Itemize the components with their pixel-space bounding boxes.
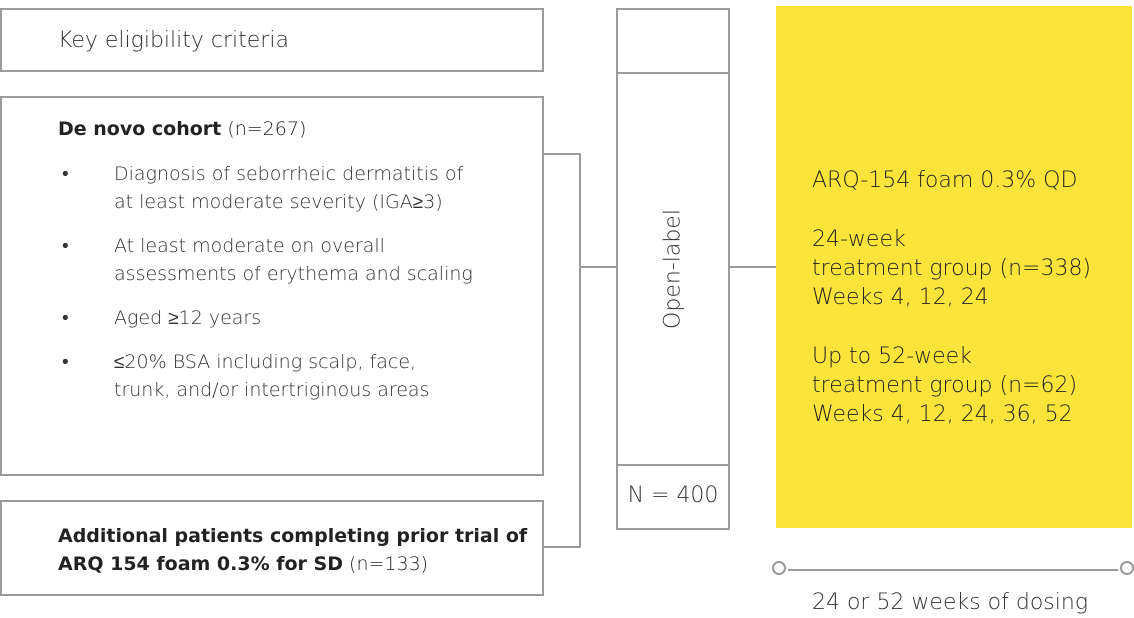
de-novo-cohort-name: De novo cohort — [58, 118, 222, 140]
criteria-text: Diagnosis of seborrheic dermatitis of at… — [114, 163, 464, 213]
bullet-marker: • — [62, 351, 69, 373]
bullet-marker: • — [62, 163, 69, 185]
connector-de-novo — [544, 153, 581, 155]
group-52-line-3: Weeks 4, 12, 24, 36, 52 — [812, 402, 1073, 427]
de-novo-cohort-box: De novo cohort (n=267) • Diagnosis of se… — [0, 96, 544, 476]
criteria-text: Aged ≥12 years — [114, 307, 262, 329]
bullet-marker: • — [62, 235, 69, 257]
additional-patients-text: Additional patients completing prior tri… — [58, 522, 528, 578]
group-52-line-1: Up to 52-week — [812, 344, 972, 369]
treatment-box: ARQ-154 foam 0.3% QD 24-week treatment g… — [776, 6, 1132, 528]
design-column-middle: Open-label — [616, 72, 730, 466]
treatment-group-52: Up to 52-week treatment group (n=62) Wee… — [812, 342, 1132, 429]
bullet-marker: • — [62, 307, 69, 329]
de-novo-cohort-n: (n=267) — [227, 118, 307, 140]
criteria-item: • Aged ≥12 years — [58, 304, 478, 332]
criteria-text: ≤20% BSA including scalp, face, trunk, a… — [114, 351, 430, 401]
connector-to-treatment — [730, 266, 776, 268]
dosing-duration-label: 24 or 52 weeks of dosing — [811, 590, 1089, 615]
criteria-text: At least moderate on overall assessments… — [114, 235, 473, 285]
timeline-line — [788, 569, 1118, 571]
group-24-line-1: 24-week — [812, 227, 906, 252]
group-24-line-3: Weeks 4, 12, 24 — [812, 285, 989, 310]
criteria-list: • Diagnosis of seborrheic dermatitis of … — [58, 160, 478, 420]
connector-additional — [544, 546, 581, 548]
connector-bracket — [579, 153, 581, 548]
criteria-item: • ≤20% BSA including scalp, face, trunk,… — [58, 348, 478, 404]
criteria-item: • At least moderate on overall assessmen… — [58, 232, 478, 288]
de-novo-cohort-title: De novo cohort (n=267) — [58, 118, 306, 140]
total-n-label: N = 400 — [627, 483, 719, 508]
eligibility-header-label: Key eligibility criteria — [58, 28, 289, 53]
timeline-start-node — [772, 561, 786, 575]
timeline-end-node — [1120, 561, 1134, 575]
additional-patients-box: Additional patients completing prior tri… — [0, 500, 544, 596]
dosing-timeline — [772, 560, 1134, 580]
treatment-drug: ARQ-154 foam 0.3% QD — [812, 168, 1078, 193]
treatment-group-24: 24-week treatment group (n=338) Weeks 4,… — [812, 225, 1132, 312]
treatment-text: ARQ-154 foam 0.3% QD 24-week treatment g… — [812, 166, 1132, 429]
additional-patients-n: (n=133) — [349, 553, 429, 575]
group-24-line-2: treatment group (n=338) — [812, 256, 1092, 281]
open-label-text: Open-label — [660, 209, 686, 329]
eligibility-header-box: Key eligibility criteria — [0, 8, 544, 72]
design-column-bottom: N = 400 — [616, 464, 730, 530]
additional-patients-title: Additional patients completing prior tri… — [58, 525, 528, 575]
criteria-item: • Diagnosis of seborrheic dermatitis of … — [58, 160, 478, 216]
design-column-top — [616, 8, 730, 74]
connector-to-design — [579, 266, 616, 268]
group-52-line-2: treatment group (n=62) — [812, 373, 1078, 398]
